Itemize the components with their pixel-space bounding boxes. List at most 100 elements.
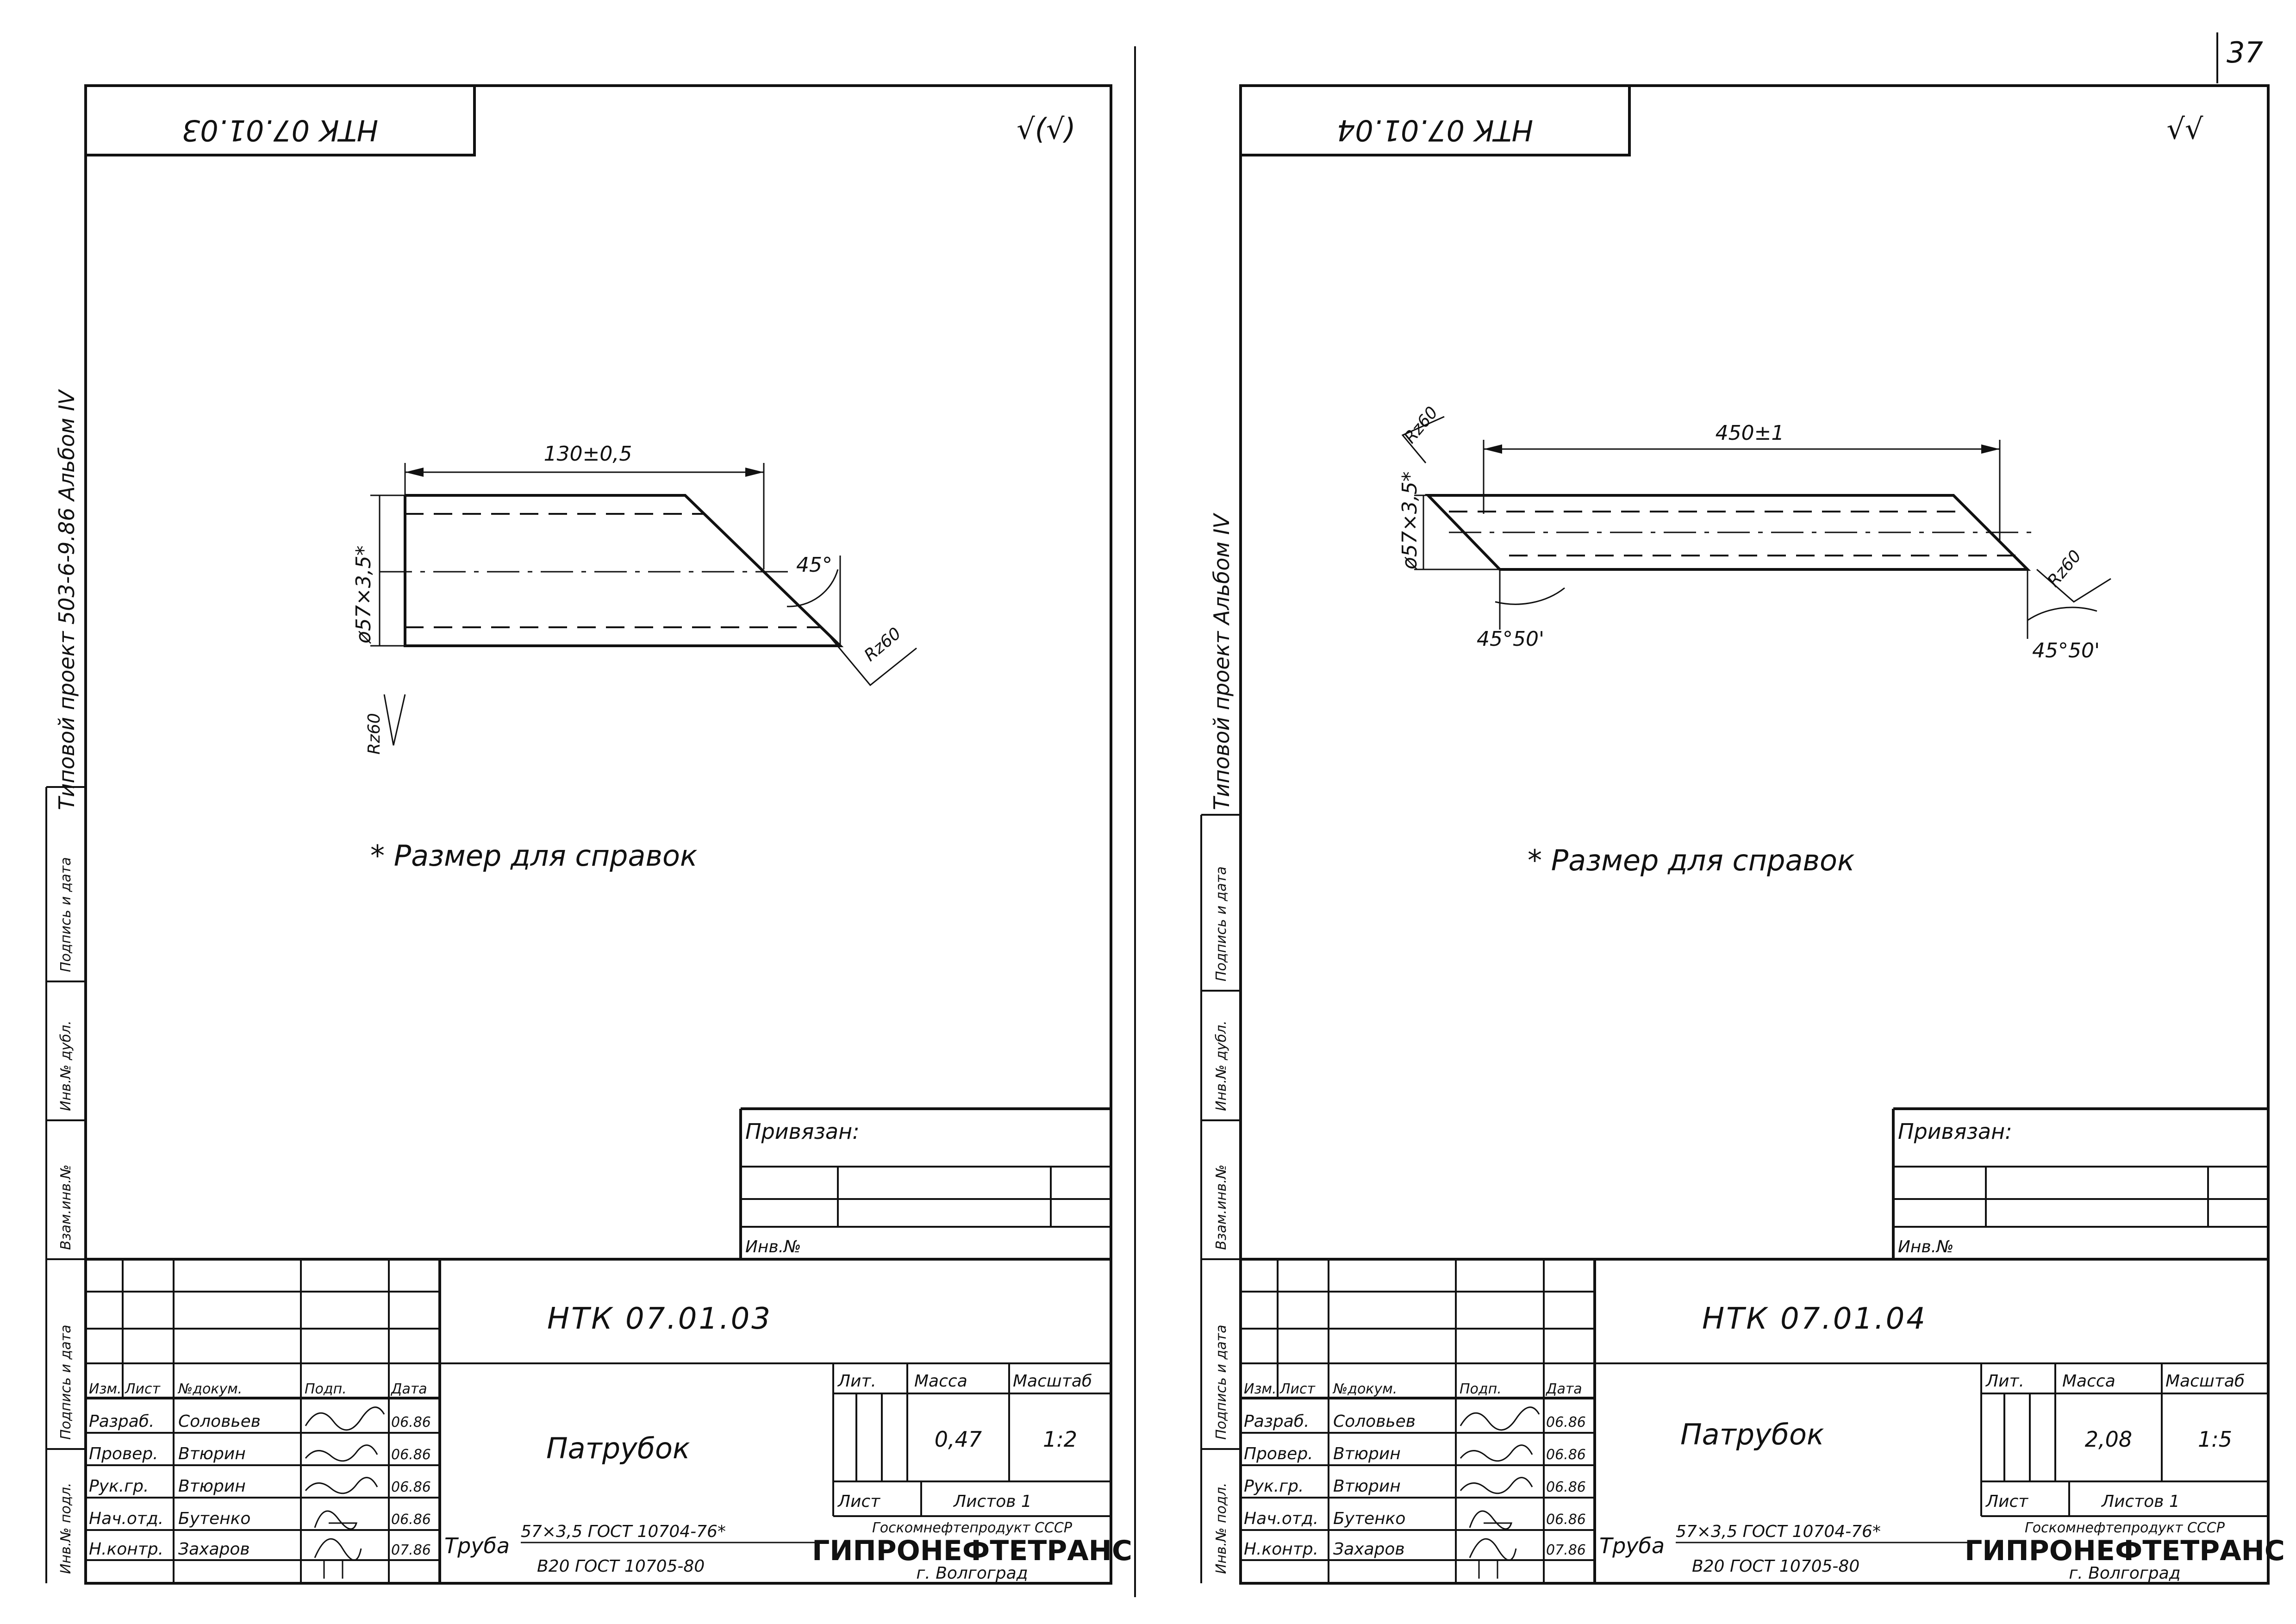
left-material-line2: В20 ГОСТ 10705-80	[537, 1557, 705, 1576]
left-signature-2	[305, 1477, 378, 1494]
right-lit-label: Лит.	[1985, 1372, 2024, 1391]
left-inv-label: Инв.№	[745, 1237, 801, 1256]
left-hdr-doc: №докум.	[177, 1381, 242, 1397]
right-mass-label: Масса	[2062, 1372, 2115, 1391]
left-row-date-4: 07.86	[391, 1542, 431, 1558]
right-margin-label-0: Инв.№ подл.	[1213, 1483, 1229, 1574]
left-row-role-3: Нач.отд.	[89, 1509, 163, 1528]
right-hdr-izm: Изм.	[1244, 1381, 1277, 1397]
left-reference-note: * Размер для справок	[370, 839, 698, 873]
right-length-dim: 450±1	[1716, 421, 1784, 445]
right-roughness-left-mark	[1401, 416, 1445, 463]
left-roughness-left: Rz60	[365, 713, 384, 755]
left-material-line1: 57×3,5 ГОСТ 10704-76*	[521, 1522, 726, 1541]
left-designation: НТК 07.01.03	[547, 1302, 772, 1336]
right-part-drawing: 450±1 ø57×3,5* 45°50' 45°50' Rz60 Rz60	[1398, 403, 2111, 662]
left-margin-label-3: Инв.№ дубл.	[58, 1020, 74, 1111]
right-signature-1	[1460, 1444, 1533, 1462]
left-pipe-outline	[404, 494, 844, 647]
left-row-role-4: Н.контр.	[89, 1540, 163, 1559]
right-sheets-label: Листов 1	[2101, 1492, 2180, 1511]
left-scale-value: 1:2	[1043, 1427, 1077, 1452]
right-row-name-1: Втюрин	[1333, 1444, 1401, 1463]
left-margin-label-0: Инв.№ подл.	[58, 1483, 74, 1574]
left-row-date-2: 06.86	[391, 1479, 431, 1495]
right-scale-label: Масштаб	[2165, 1372, 2245, 1391]
right-margin-label-1: Подпись и дата	[1213, 1325, 1229, 1440]
left-row-role-1: Провер.	[89, 1444, 158, 1463]
right-row-name-0: Соловьев	[1333, 1412, 1416, 1431]
left-angle-dim: 45°	[796, 553, 832, 577]
left-top-stamp: НТК 07.01.03	[182, 113, 378, 147]
left-part-name: Патрубок	[546, 1431, 690, 1465]
left-length-dim: 130±0,5	[544, 442, 632, 466]
right-signature-0	[1460, 1406, 1540, 1431]
left-hdr-izm: Изм.	[89, 1381, 122, 1397]
right-row-role-4: Н.контр.	[1244, 1540, 1318, 1559]
right-row-name-3: Бутенко	[1333, 1509, 1405, 1528]
right-side-label: Типовой проект Альбом IV	[1209, 512, 1234, 810]
left-signature-1	[305, 1444, 378, 1462]
left-org-top: Госкомнефтепродукт СССР	[872, 1520, 1073, 1536]
left-lit-label: Лит.	[837, 1372, 876, 1391]
right-roughness-symbol: √√	[2166, 112, 2203, 146]
left-org-city: г. Волгоград	[916, 1564, 1028, 1583]
left-angle-arc	[786, 569, 839, 607]
left-hdr-sign: Подп.	[305, 1381, 347, 1397]
right-material-prefix: Труба	[1599, 1533, 1665, 1558]
left-binding-block: Привязан: Инв.№	[739, 1107, 1111, 1259]
right-row-date-0: 06.86	[1546, 1414, 1586, 1430]
right-hdr-date: Дата	[1545, 1381, 1582, 1397]
left-material-prefix: Труба	[444, 1533, 510, 1558]
left-hdr-list: Лист	[125, 1381, 161, 1397]
right-scale-value: 1:5	[2198, 1427, 2232, 1452]
left-scale-label: Масштаб	[1013, 1372, 1092, 1391]
left-signature-0	[305, 1406, 385, 1431]
left-sheet: НТК 07.01.03 √(√) Типовой проект 503-6-9…	[45, 84, 1132, 1585]
right-hdr-list: Лист	[1279, 1381, 1316, 1397]
right-part-name: Патрубок	[1680, 1418, 1824, 1451]
left-diameter-dim: ø57×3,5*	[352, 545, 375, 644]
left-signature-3	[314, 1510, 358, 1530]
right-org-city: г. Волгоград	[2069, 1564, 2180, 1583]
right-sheet-label: Лист	[1985, 1492, 2028, 1511]
left-side-label: Типовой проект 503-6-9.86 Альбом IV	[54, 388, 79, 810]
right-sheet: НТК 07.01.04 √√ Типовой проект Альбом IV…	[1200, 84, 2285, 1585]
left-roughness-symbol: √(√)	[1017, 112, 1075, 146]
left-row-date-3: 06.86	[391, 1512, 431, 1528]
right-title-block: Изм. Лист №докум. Подп. Дата Разраб. Сол…	[1241, 1258, 2285, 1583]
right-reference-note: * Размер для справок	[1528, 843, 1855, 877]
right-binding-label: Привязан:	[1898, 1119, 2012, 1144]
left-mass-value: 0,47	[935, 1427, 982, 1452]
right-top-stamp-box	[1239, 84, 1631, 156]
right-binding-block: Привязан: Инв.№	[1892, 1107, 2268, 1259]
right-roughness-right-mark	[2036, 568, 2111, 603]
left-row-name-2: Втюрин	[178, 1477, 246, 1496]
left-signature-4	[314, 1538, 362, 1579]
right-signature-3	[1469, 1510, 1513, 1530]
left-row-name-1: Втюрин	[178, 1444, 246, 1463]
right-angle-right: 45°50'	[2032, 639, 2100, 662]
right-margin-label-2: Взам.инв.№	[1213, 1164, 1229, 1250]
left-margin-label-2: Взам.инв.№	[58, 1164, 74, 1250]
right-roughness-left: Rz60	[1400, 403, 1441, 447]
right-signature-4	[1469, 1538, 1517, 1579]
right-hdr-sign: Подп.	[1460, 1381, 1502, 1397]
left-sheet-label: Лист	[837, 1492, 880, 1511]
left-sheets-label: Листов 1	[953, 1492, 1032, 1511]
left-row-date-0: 06.86	[391, 1414, 431, 1430]
left-row-date-1: 06.86	[391, 1447, 431, 1463]
right-row-name-2: Втюрин	[1333, 1477, 1401, 1496]
left-top-stamp-box	[84, 84, 476, 156]
right-inv-label: Инв.№	[1898, 1237, 1954, 1256]
left-hdr-date: Дата	[390, 1381, 427, 1397]
right-mass-value: 2,08	[2085, 1427, 2132, 1452]
right-org-name: ГИПРОНЕФТЕТРАНС	[1965, 1535, 2285, 1567]
right-margin-label-4: Подпись и дата	[1213, 867, 1229, 982]
right-row-role-2: Рук.гр.	[1244, 1477, 1304, 1496]
page-number: 37	[2227, 36, 2263, 69]
left-margin-label-4: Подпись и дата	[58, 857, 74, 973]
left-org-name: ГИПРОНЕФТЕТРАНС	[812, 1535, 1132, 1567]
left-mass-label: Масса	[914, 1372, 967, 1391]
